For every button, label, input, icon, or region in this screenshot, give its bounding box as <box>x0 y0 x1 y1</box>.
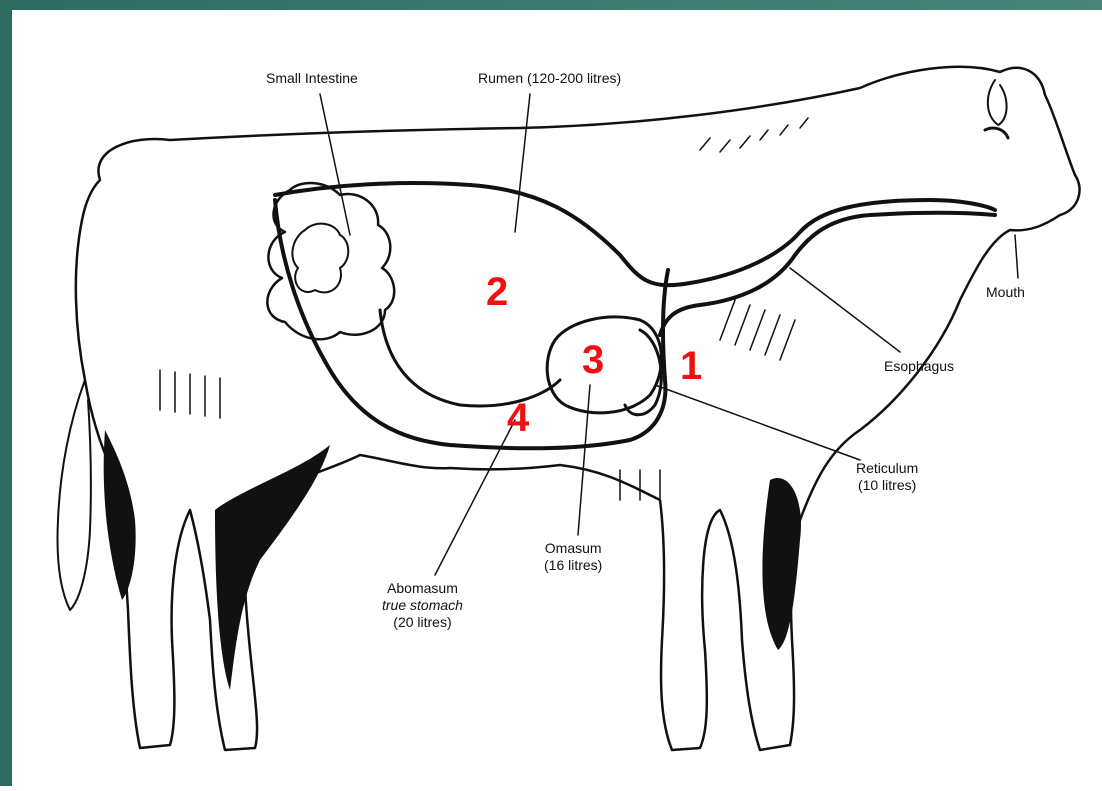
marker-abomasum: 4 <box>507 398 529 438</box>
label-small-intestine: Small Intestine <box>266 70 358 87</box>
leader-rumen <box>515 94 530 232</box>
label-omasum: Omasum (16 litres) <box>544 540 602 574</box>
leader-small-intestine <box>320 94 350 235</box>
leader-reticulum <box>655 385 860 460</box>
cow-tail <box>58 380 91 610</box>
cow-eye <box>985 128 1008 138</box>
marker-omasum: 3 <box>582 340 604 380</box>
leader-mouth <box>1015 235 1018 278</box>
label-abomasum: Abomasum true stomach (20 litres) <box>382 580 463 631</box>
label-mouth: Mouth <box>986 284 1025 301</box>
small-intestine-inner <box>292 224 348 293</box>
leader-esophagus <box>790 268 900 352</box>
label-esophagus: Esophagus <box>884 358 954 375</box>
leg-shadow-rear <box>215 445 330 690</box>
leg-shadow-rear-2 <box>104 430 136 600</box>
esophagus-tube <box>660 213 995 335</box>
cow-ear <box>988 80 1007 125</box>
label-reticulum: Reticulum (10 litres) <box>856 460 918 494</box>
label-rumen: Rumen (120-200 litres) <box>478 70 621 87</box>
marker-reticulum: 1 <box>680 346 702 386</box>
shading-strokes <box>160 118 808 500</box>
leg-shadow-front <box>762 478 801 650</box>
marker-rumen: 2 <box>486 272 508 312</box>
leader-omasum <box>578 385 590 535</box>
abomasum-outline <box>380 310 560 406</box>
